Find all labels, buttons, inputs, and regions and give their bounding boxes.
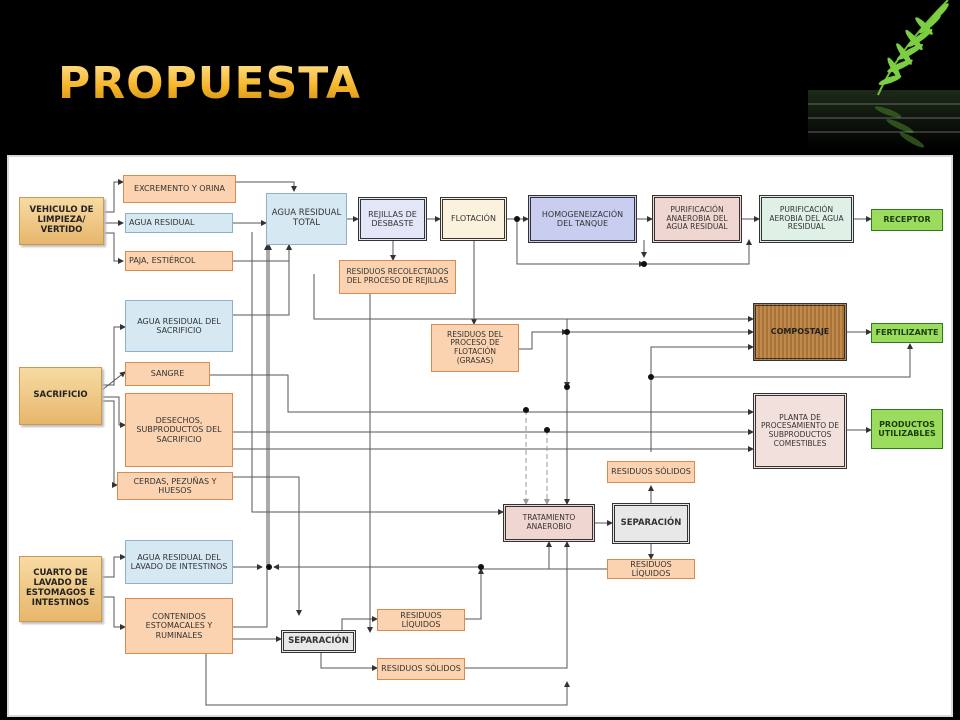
- process-separacion-2: SEPARACIÓN: [281, 630, 356, 653]
- process-aerobia: PURIFICACIÓN AEROBIA DEL AGUA RESIDUAL: [759, 195, 854, 243]
- residuos-solidos-1: RESIDUOS SÓLIDOS: [607, 461, 695, 483]
- residuos-solidos-2: RESIDUOS SÓLIDOS: [377, 658, 465, 680]
- source-vehiculo: VEHICULO DE LIMPIEZA/ VERTIDO: [19, 197, 104, 245]
- output-productos: PRODUCTOS UTILIZABLES: [871, 409, 943, 449]
- residuos-liquidos-2: RESIDUOS LÍQUIDOS: [377, 609, 465, 631]
- input-sangre: SANGRE: [125, 362, 210, 386]
- flow-connectors: [101, 179, 913, 706]
- input-excremento: EXCREMENTO Y ORINA: [123, 175, 236, 203]
- input-agua-intestinos: AGUA RESIDUAL DEL LAVADO DE INTESTINOS: [125, 540, 233, 584]
- input-contenidos: CONTENIDOS ESTOMACALES Y RUMINALES: [125, 598, 233, 654]
- fern-decoration: [808, 0, 960, 150]
- residuos-flotacion: RESIDUOS DEL PROCESO DE FLOTACIÓN (GRASA…: [431, 324, 519, 372]
- process-rejillas: REJILLAS DE DESBASTE: [358, 197, 427, 241]
- output-receptor: RECEPTOR: [871, 209, 943, 231]
- input-cerdas: CERDAS, PEZUÑAS Y HUESOS: [117, 472, 233, 500]
- slide-title: PROPUESTA: [58, 58, 361, 109]
- process-flotacion: FLOTACIÓN: [440, 197, 507, 241]
- process-tratamiento: TRATAMIENTO ANAEROBIO: [503, 504, 595, 542]
- input-agua-residual: AGUA RESIDUAL: [125, 213, 233, 233]
- process-compostaje: COMPOSTAJE: [753, 303, 847, 361]
- source-sacrificio: SACRIFICIO: [19, 367, 102, 425]
- process-separacion-1: SEPARACIÓN: [612, 503, 690, 544]
- process-anaerobia: PURIFICACIÓN ANAEROBIA DEL AGUA RESIDUAL: [652, 195, 742, 243]
- junction-dots: [266, 216, 654, 570]
- process-agua-total: AGUA RESIDUAL TOTAL: [266, 193, 347, 245]
- output-fertilizante: FERTILIZANTE: [871, 323, 943, 343]
- residuos-rejillas: RESIDUOS RECOLECTADOS DEL PROCESO DE REJ…: [339, 260, 456, 294]
- process-homogeneizacion: HOMOGENEIZACIÓN DEL TANQUE: [528, 195, 637, 243]
- source-cuarto-lavado: CUARTO DE LAVADO DE ESTOMAGOS E INTESTIN…: [19, 556, 102, 622]
- input-agua-sacrificio: AGUA RESIDUAL DEL SACRIFICIO: [125, 300, 233, 352]
- input-paja: PAJA, ESTIÉRCOL: [125, 251, 233, 271]
- flow-diagram: VEHICULO DE LIMPIEZA/ VERTIDO SACRIFICIO…: [7, 155, 953, 717]
- process-planta: PLANTA DE PROCESAMIENTO DE SUBPRODUCTOS …: [753, 393, 847, 469]
- residuos-liquidos-1: RESIDUOS LÍQUIDOS: [607, 559, 695, 579]
- input-desechos: DESECHOS, SUBPRODUCTOS DEL SACRIFICIO: [125, 393, 233, 467]
